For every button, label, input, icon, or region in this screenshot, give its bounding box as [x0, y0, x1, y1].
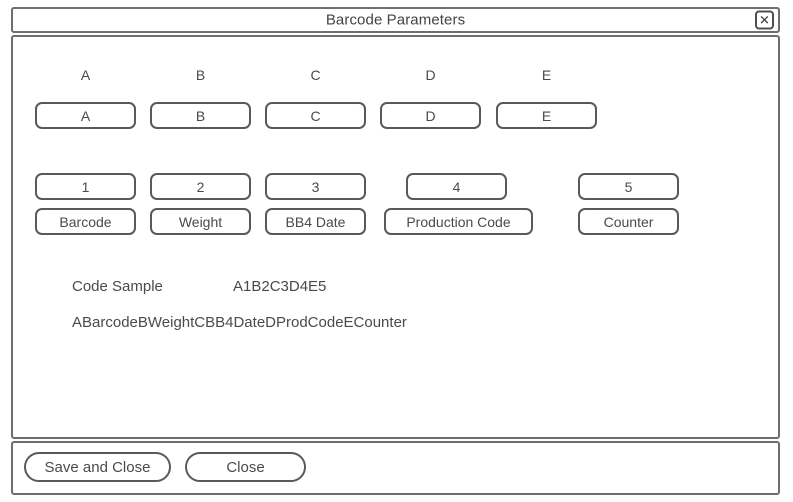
letter-field-a[interactable]: A	[35, 102, 136, 129]
number-field-2[interactable]: 2	[150, 173, 251, 200]
column-label-c: C	[310, 67, 321, 83]
name-field-bb4-date[interactable]: BB4 Date	[265, 208, 366, 235]
footer-panel: Save and Close Close	[11, 441, 780, 495]
code-sample-expanded: ABarcodeBWeightCBB4DateDProdCodeECounter	[72, 314, 407, 331]
number-field-5[interactable]: 5	[578, 173, 679, 200]
number-field-3[interactable]: 3	[265, 173, 366, 200]
letter-field-c[interactable]: C	[265, 102, 366, 129]
number-field-4[interactable]: 4	[406, 173, 507, 200]
content-panel: A B C D E A B C D E 1 2 3 4 5 Barcode We…	[11, 35, 780, 439]
column-label-b: B	[195, 67, 206, 83]
close-dialog-button[interactable]: Close	[185, 452, 306, 482]
close-button[interactable]: ✕	[755, 10, 774, 30]
column-label-d: D	[425, 67, 436, 83]
column-label-e: E	[541, 67, 552, 83]
title-bar: Barcode Parameters ✕	[11, 7, 780, 33]
letter-field-e[interactable]: E	[496, 102, 597, 129]
letter-field-d[interactable]: D	[380, 102, 481, 129]
name-field-production-code[interactable]: Production Code	[384, 208, 533, 235]
code-sample-label: Code Sample	[72, 278, 163, 295]
column-label-a: A	[80, 67, 91, 83]
letter-field-b[interactable]: B	[150, 102, 251, 129]
name-field-counter[interactable]: Counter	[578, 208, 679, 235]
close-icon: ✕	[759, 12, 770, 28]
name-field-barcode[interactable]: Barcode	[35, 208, 136, 235]
number-field-1[interactable]: 1	[35, 173, 136, 200]
code-sample-value: A1B2C3D4E5	[233, 278, 327, 295]
window-title: Barcode Parameters	[325, 11, 466, 29]
save-and-close-button[interactable]: Save and Close	[24, 452, 171, 482]
name-field-weight[interactable]: Weight	[150, 208, 251, 235]
